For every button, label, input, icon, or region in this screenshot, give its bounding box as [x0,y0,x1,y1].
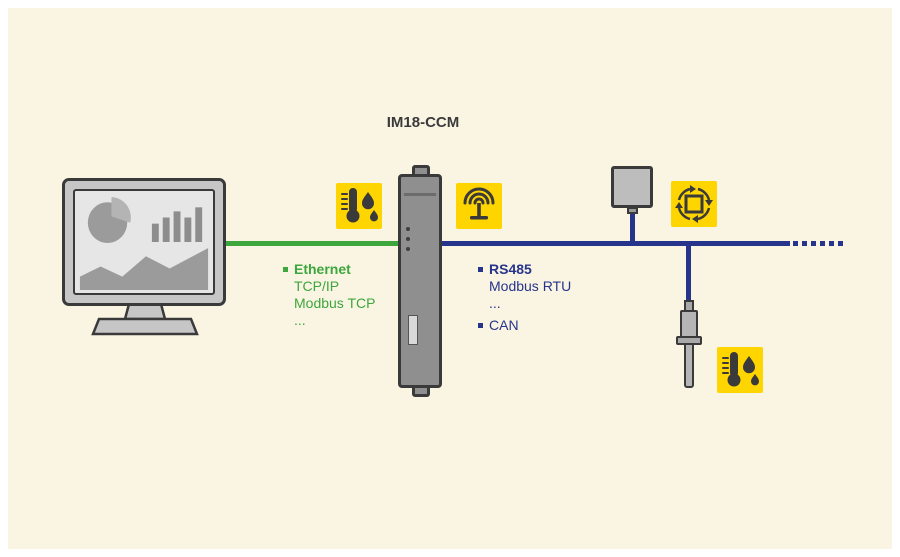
ethernet-protocol-line: ... [294,312,306,328]
monitor [62,178,226,306]
probe-sensor-shaft [684,343,694,388]
device-led [406,237,410,241]
ethernet-bus-line [226,241,404,246]
probe-sensor-flange [676,336,702,345]
rs485-bus-line-continuation [793,241,845,246]
temperature-humidity-icon [341,188,378,223]
ethernet-protocol-line: Modbus TCP [294,295,376,311]
device-groove [404,193,436,196]
monitor-screen [73,189,215,295]
pie-chart-slice [111,197,131,223]
rs485-heading-row: RS485 [478,261,571,278]
device-title: IM18-CCM [386,114,460,131]
temperature-humidity-icon [722,352,759,387]
tile-temperature-humidity [336,183,382,229]
probe-sensor-drop-line [686,244,691,304]
fieldbus-label-block: RS485 Modbus RTU ... CAN [478,261,571,334]
can-label: CAN [489,317,519,333]
ethernet-protocol-line: TCP/IP [294,278,340,294]
area-chart [79,248,209,290]
dashboard-graphic [79,197,209,290]
fieldbus-protocol-line: Modbus RTU [489,278,572,294]
vibration-icon [675,185,713,223]
bar-chart [151,207,203,242]
probe-sensor-body [680,310,698,339]
can-row: CAN [478,317,571,334]
square-bullet [478,323,483,328]
fieldbus-protocol-line: ... [489,295,501,311]
tile-temperature-humidity [717,347,763,393]
ethernet-heading: Ethernet [294,261,351,277]
square-bullet [283,267,288,272]
square-bullet [478,267,483,272]
device-label-window [408,315,418,345]
rs485-heading: RS485 [489,261,532,277]
im18-ccm-device [398,174,442,388]
wireless-icon [463,187,495,220]
tile-vibration [671,181,717,227]
rs485-bus-line [440,241,790,246]
monitor-stand [91,303,199,336]
vibration-sensor-drop-line [630,212,635,246]
vibration-sensor-connector [627,207,638,214]
device-led [406,247,410,251]
vibration-sensor [611,166,653,208]
device-led [406,227,410,231]
ethernet-heading-row: Ethernet [283,261,375,278]
tile-wireless [456,183,502,229]
ethernet-label-block: Ethernet TCP/IP Modbus TCP ... [283,261,375,329]
